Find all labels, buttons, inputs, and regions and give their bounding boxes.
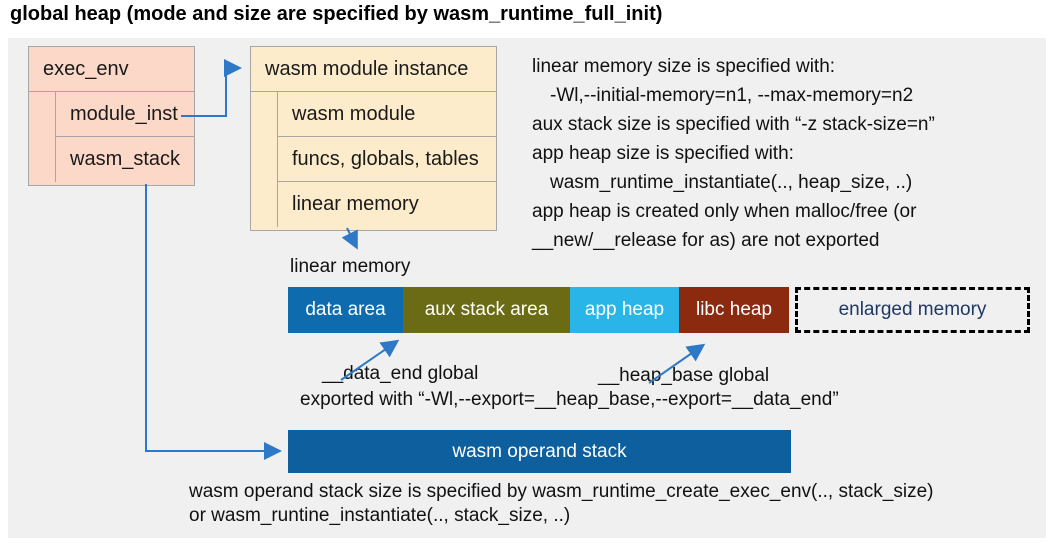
module-instance-row-linear-memory: linear memory: [277, 182, 496, 227]
exec-env-header: exec_env: [29, 47, 194, 92]
linear-memory-label: linear memory: [290, 256, 411, 277]
note-line: or wasm_runtine_instantiate(.., stack_si…: [189, 505, 571, 526]
note-line: aux stack size is specified with “-z sta…: [532, 114, 935, 135]
notes-right: linear memory size is specified with: -W…: [532, 52, 1047, 255]
heap-base-global-label: __heap_base global: [598, 365, 770, 386]
exec-env-row-wasm-stack: wasm_stack: [55, 137, 194, 182]
exec-env-row-module-inst: module_inst: [55, 92, 194, 137]
segment-aux-stack-area: aux stack area: [403, 287, 570, 333]
data-end-global-label: __data_end global: [322, 363, 479, 384]
module-instance-header: wasm module instance: [251, 47, 496, 92]
note-line: wasm_runtime_instantiate(.., heap_size, …: [550, 172, 913, 193]
wasm-operand-stack-bar: wasm operand stack: [288, 430, 791, 473]
note-line: -Wl,--initial-memory=n1, --max-memory=n2: [550, 85, 914, 106]
segment-libc-heap: libc heap: [679, 287, 789, 333]
note-line: __new/__release for as) are not exported: [532, 230, 880, 251]
linear-memory-bar: data area aux stack area app heap libc h…: [288, 287, 1030, 333]
note-line: wasm operand stack size is specified by …: [189, 481, 934, 502]
segment-app-heap: app heap: [570, 287, 679, 333]
exec-env-box: exec_env module_inst wasm_stack: [28, 46, 195, 186]
module-instance-row-funcs-globals-tables: funcs, globals, tables: [277, 137, 496, 182]
note-line: app heap is created only when malloc/fre…: [532, 201, 917, 222]
module-instance-box: wasm module instance wasm module funcs, …: [250, 46, 497, 231]
module-instance-row-wasm-module: wasm module: [277, 92, 496, 137]
wasm-operand-stack-label: wasm operand stack: [452, 440, 627, 462]
segment-data-area: data area: [288, 287, 403, 333]
segment-enlarged-memory: enlarged memory: [795, 287, 1030, 333]
note-line: linear memory size is specified with:: [532, 56, 836, 77]
notes-bottom: wasm operand stack size is specified by …: [189, 480, 934, 528]
exported-with-label: exported with “-Wl,--export=__heap_base,…: [300, 389, 839, 410]
diagram-title: global heap (mode and size are specified…: [10, 3, 663, 25]
note-line: app heap size is specified with:: [532, 143, 794, 164]
